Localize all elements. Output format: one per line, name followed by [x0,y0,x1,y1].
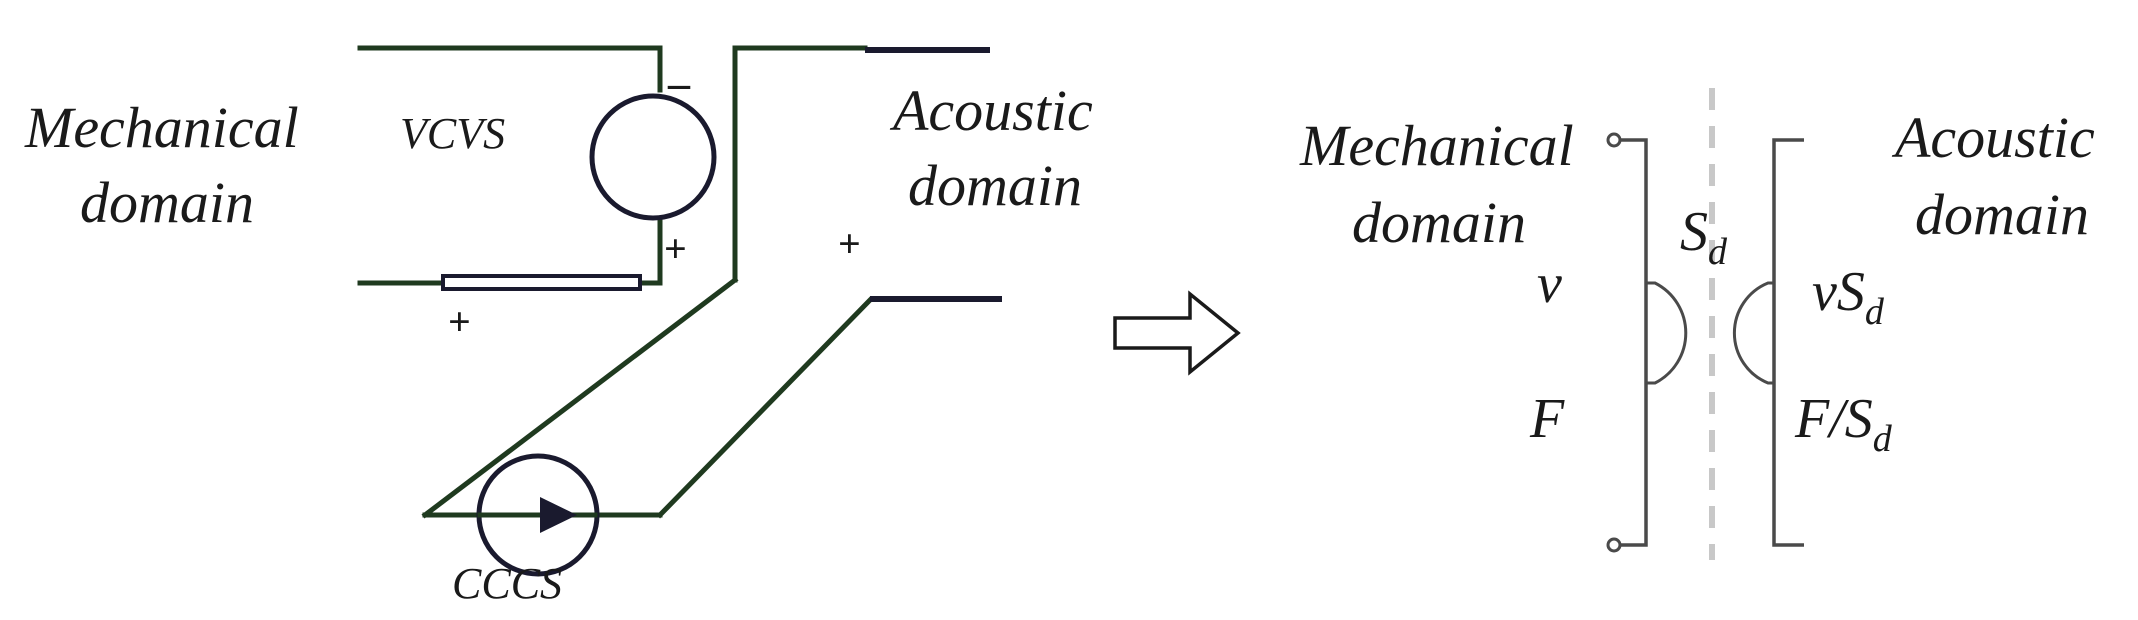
cccs-label: CCCS [452,559,562,608]
left-mechanical-label-line1: Mechanical [24,95,299,160]
left-acoustic-label-line2: domain [908,153,1082,218]
left-acoustic-label-line1: Acoustic [889,78,1093,143]
force-label: F [1529,388,1565,450]
transform-arrow-icon [1113,290,1241,376]
primary-top-terminal [1606,132,1622,148]
transformer-model: Mechanical domain Acoustic domain Sd v F… [1299,88,2095,560]
pressure-label: F/Sd [1794,388,1893,460]
acoustic-top-feed-wire [732,45,868,283]
mechanical-plus-sign: + [448,299,471,344]
right-acoustic-label-line2: domain [1915,182,2089,247]
primary-winding-bus [1620,138,1648,547]
cccs-left-diagonal-wire [421,276,739,519]
controlled-source-model: Mechanical domain Acoustic domain VCVS C… [24,45,1093,608]
left-mechanical-label-line2: domain [80,170,254,235]
vcvs-top-wire [357,45,663,93]
right-mechanical-label-line2: domain [1352,190,1526,255]
right-acoustic-label-line1: Acoustic [1891,105,2095,170]
vcvs-plus-sign: + [664,226,687,271]
cccs-arrow-icon [540,497,577,533]
velocity-label: v [1537,253,1562,315]
vcvs-bottom-wire [637,219,663,286]
cccs-right-diagonal-wire [656,296,874,519]
primary-bottom-terminal [1606,537,1622,553]
vcvs-minus-sign: – [667,59,691,108]
secondary-winding-bus [1772,138,1804,547]
vcvs-label: VCVS [400,109,505,158]
primary-coil-icon [1646,281,1688,385]
volume-velocity-label: vSd [1812,261,1885,333]
right-mechanical-label-line1: Mechanical [1299,113,1574,178]
series-element [441,274,642,291]
vcvs-source-icon [589,93,717,221]
secondary-coil-icon [1732,281,1774,385]
acoustic-plus-sign: + [838,221,861,266]
turns-ratio-label: Sd [1680,201,1728,273]
